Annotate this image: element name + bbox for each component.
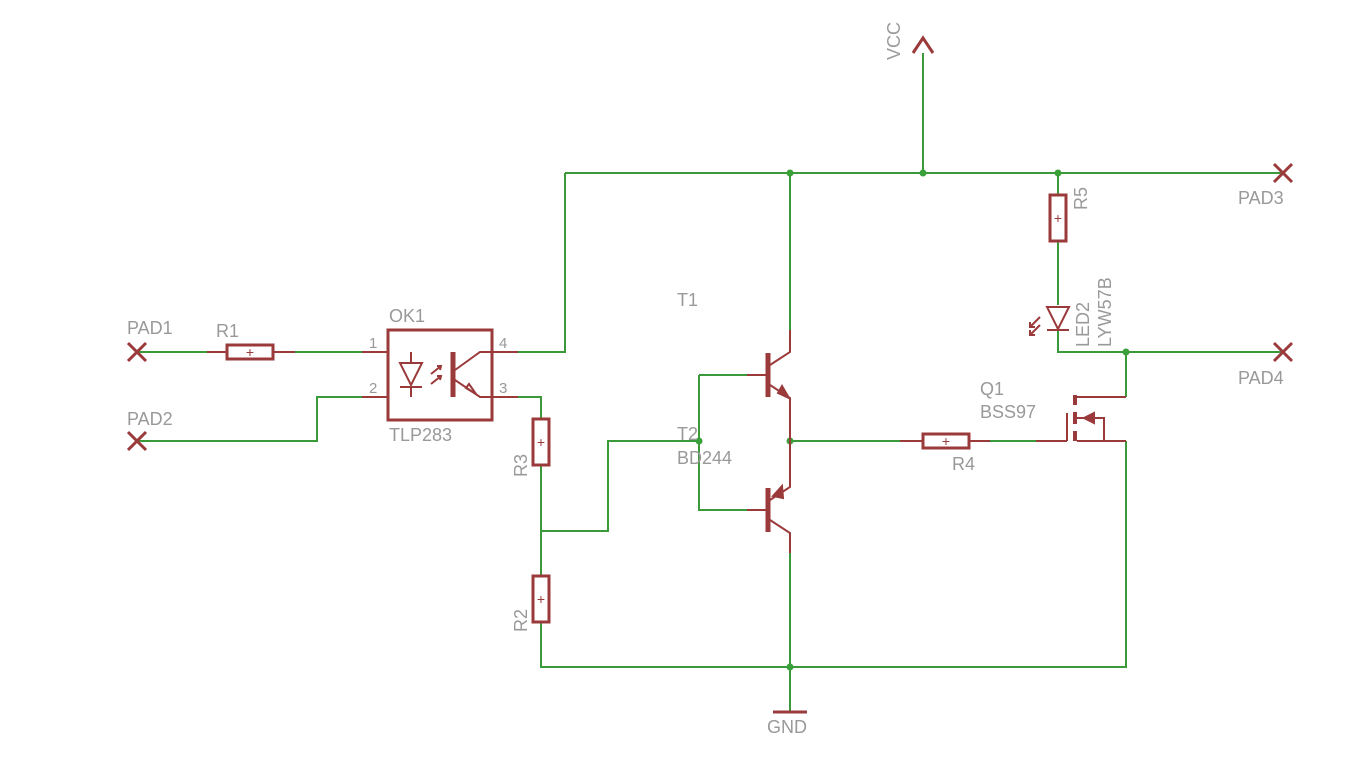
optocoupler-ok1[interactable] [362, 328, 518, 422]
wire-led-pad4 [1057, 331, 1283, 353]
label-pin2: 2 [369, 380, 377, 397]
label-q1-value: BSS97 [980, 402, 1036, 422]
wire-gnd-rail [540, 441, 1127, 668]
led-led2[interactable] [1029, 306, 1071, 336]
label-led2-value: LYW57B [1095, 277, 1115, 347]
resistor-r3[interactable] [531, 417, 551, 467]
label-r4: R4 [952, 454, 975, 474]
transistor-t2[interactable] [747, 441, 791, 553]
r1-mark: + [246, 344, 254, 360]
pad1-symbol[interactable] [126, 341, 148, 363]
pad3-symbol[interactable] [1272, 162, 1294, 184]
vcc-symbol [911, 35, 935, 54]
transistor-t1[interactable] [747, 330, 792, 441]
label-led2: LED2 [1073, 302, 1093, 347]
resistor-r1[interactable] [207, 343, 295, 361]
wires [137, 53, 1283, 712]
junction-dot [1122, 348, 1130, 356]
label-pad3: PAD3 [1238, 188, 1284, 208]
junction-dot [786, 169, 794, 177]
label-q1: Q1 [980, 379, 1004, 399]
r2-mark: + [537, 591, 545, 607]
label-t2-value: BD244 [677, 448, 732, 468]
label-r2: R2 [511, 609, 531, 632]
label-ok1: OK1 [389, 306, 425, 326]
label-r1: R1 [216, 321, 239, 341]
label-r5: R5 [1071, 187, 1091, 210]
junctions [695, 169, 1130, 671]
wire-ok1-pin4 [492, 173, 566, 353]
label-r3: R3 [511, 454, 531, 477]
label-ok1-value: TLP283 [389, 425, 452, 445]
label-gnd: GND [767, 717, 807, 737]
wire-ok1-pin3 [492, 396, 542, 419]
label-t2: T2 [677, 424, 698, 444]
wire-t1-base [698, 375, 747, 511]
pad2-symbol[interactable] [126, 430, 148, 452]
r5-mark: + [1054, 210, 1062, 226]
labels: PAD1 PAD2 PAD3 PAD4 R1 R4 OK1 TLP283 1 2… [127, 22, 1284, 737]
wire-node-t2base [541, 440, 699, 532]
mosfet-q1[interactable] [1036, 395, 1126, 442]
r4-mark: + [942, 433, 950, 449]
symbols [126, 35, 1294, 714]
junction-dot [919, 169, 927, 177]
label-pin4: 4 [499, 335, 507, 352]
junction-dot [1054, 169, 1062, 177]
resistor-r5[interactable] [1048, 193, 1068, 243]
label-pin1: 1 [369, 335, 377, 352]
r3-mark: + [537, 434, 545, 450]
junction-dot [695, 437, 703, 445]
resistor-r2[interactable] [531, 574, 551, 624]
label-pad1: PAD1 [127, 318, 173, 338]
resistor-r4[interactable] [900, 432, 990, 450]
pad4-symbol[interactable] [1272, 341, 1294, 363]
label-t1: T1 [677, 290, 698, 310]
wire-pad2-ok1 [137, 396, 388, 442]
junction-dot [786, 663, 794, 671]
label-pad4: PAD4 [1238, 368, 1284, 388]
resistor-marks: + + + + + [246, 210, 1062, 607]
label-pin3: 3 [499, 380, 507, 397]
label-pad2: PAD2 [127, 409, 173, 429]
label-vcc: VCC [884, 22, 904, 60]
